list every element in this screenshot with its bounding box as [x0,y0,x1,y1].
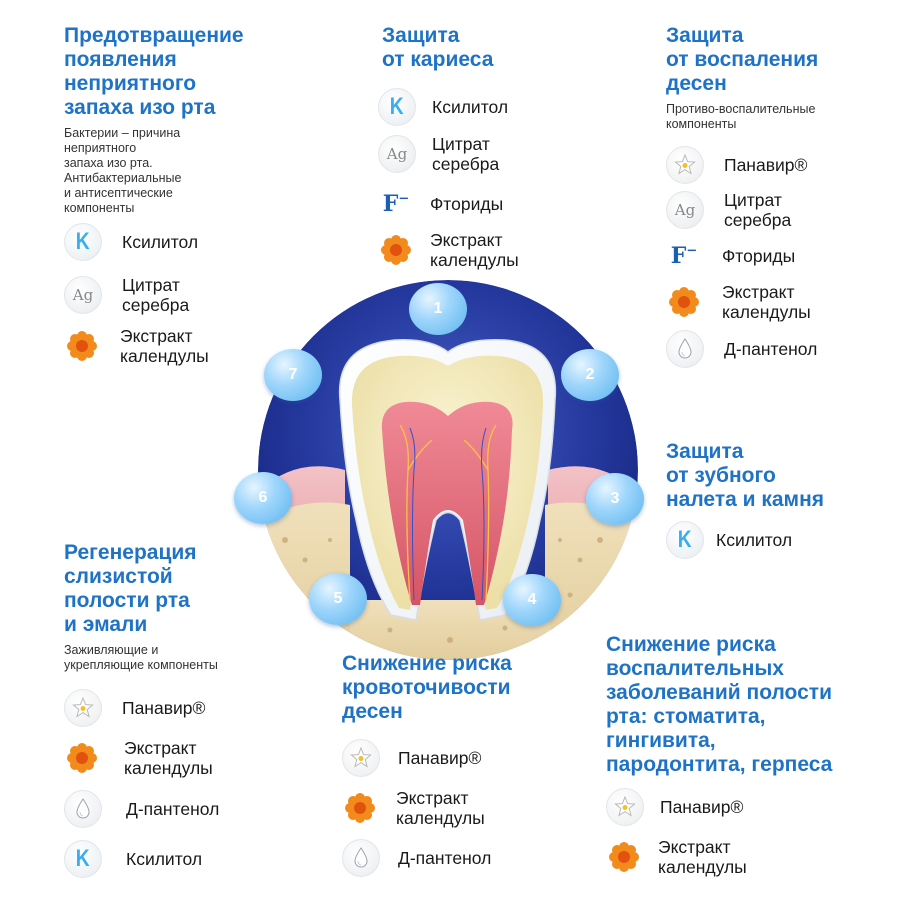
silver-citrate-icon: Ag [666,191,704,229]
calendula-icon [342,790,378,826]
panavir-icon [666,146,704,184]
number-bubble-3: 3 [586,473,644,525]
item-label: Ксилитол [126,849,203,869]
item-label: Д-пантенол [126,799,220,819]
item-label: Экстракт календулы [124,738,213,778]
item-label: Фториды [722,246,796,266]
item-label: Фториды [430,194,504,214]
calendula-icon [606,839,642,875]
section-regeneration: Регенерация слизистой полости рта и эмал… [64,541,314,886]
item-label: Ксилитол [122,232,199,252]
calendula-icon [64,328,100,364]
item-label: Панавир® [122,698,206,718]
item-label: Ксилитол [716,530,793,550]
number-bubble-5: 5 [309,573,367,625]
section-gums: Защита от воспаления десен Противо-воспа… [666,24,896,374]
section-title: Защита от зубного налета и камня [666,440,825,511]
panavir-icon [64,689,102,727]
item-label: Панавир® [660,797,744,817]
section-caries: Защита от кариеса K Ксилитол Ag Цитрат с… [378,24,582,279]
section-title: Снижение риска кровоточивости десен [342,652,512,723]
item-label: Экстракт календулы [120,326,209,366]
item-label: Цитрат серебра [122,275,190,315]
number-bubble-1: 1 [409,283,467,335]
item-label: Цитрат серебра [432,134,500,174]
xylitol-icon: K [64,223,102,261]
number-bubble-4: 4 [503,574,561,626]
item-label: Экстракт календулы [658,837,747,877]
section-subtitle: Заживляющие и укрепляющие компоненты [64,643,218,672]
item-label: Экстракт календулы [396,788,485,828]
item-label: Д-пантенол [724,339,818,359]
fluoride-icon: F− [670,243,698,269]
item-label: Цитрат серебра [724,190,792,230]
item-label: Экстракт календулы [430,230,519,270]
section-subtitle: Противо-воспалительные компоненты [666,102,816,131]
section-plaque: Защита от зубного налета и камня K Ксили… [666,440,896,565]
xylitol-icon: K [378,88,416,126]
panavir-icon [342,739,380,777]
number-bubble-6: 6 [234,472,292,524]
panavir-icon [606,788,644,826]
number-bubble-2: 2 [561,349,619,401]
section-odor: Предотвращение появления неприятного зап… [64,24,314,384]
item-label: Экстракт календулы [722,282,811,322]
item-label: Панавир® [724,155,808,175]
number-bubble-7: 7 [264,349,322,401]
calendula-icon [378,232,414,268]
section-title: Регенерация слизистой полости рта и эмал… [64,541,197,636]
section-inflammation: Снижение риска воспалительных заболевани… [606,633,898,888]
item-label: Д-пантенол [398,848,492,868]
fluoride-icon: F− [382,191,410,217]
item-label: Ксилитол [432,97,509,117]
section-title: Снижение риска воспалительных заболевани… [606,633,833,776]
section-subtitle: Бактерии – причина неприятного запаха из… [64,126,182,215]
xylitol-icon: K [64,840,102,878]
section-bleeding: Снижение риска кровоточивости десен Пана… [342,652,582,882]
silver-citrate-icon: Ag [378,135,416,173]
d-panthenol-icon [666,330,704,368]
calendula-icon [666,284,702,320]
calendula-icon [64,740,100,776]
section-title: Защита от кариеса [382,24,494,71]
silver-citrate-icon: Ag [64,276,102,314]
section-title: Защита от воспаления десен [666,24,819,95]
d-panthenol-icon [342,839,380,877]
xylitol-icon: K [666,521,704,559]
item-label: Панавир® [398,748,482,768]
section-title: Предотвращение появления неприятного зап… [64,24,244,119]
d-panthenol-icon [64,790,102,828]
